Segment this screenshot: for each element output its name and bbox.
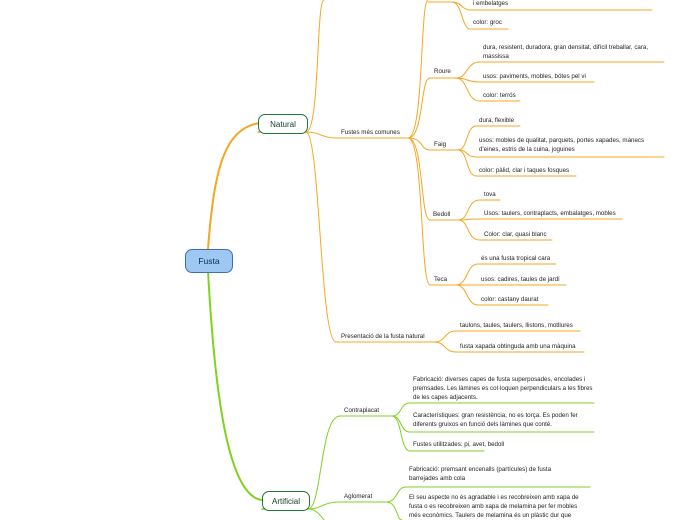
leaf-faig-1: dura, flexible [479, 117, 515, 124]
leaf-top-2: color: groc [473, 19, 502, 26]
artificial-contraplacat[interactable]: Contraplacat [344, 407, 380, 414]
leaf-bedoll-2: Usos: taulers, contraplacts, embalatges,… [484, 210, 616, 217]
leaf-contraplacat-3: Fustes utilitzades: pi, avet, bedoll [413, 441, 505, 448]
leaf-presentacio-1: taulons, taules, taulers, llistons, motl… [460, 322, 573, 329]
leaf-teca-3: color: castany daurat [481, 296, 539, 303]
leaf-teca-1: és una fusta tropical cara [481, 255, 551, 262]
group-presentacio[interactable]: Presentació de la fusta natural [341, 333, 425, 340]
artificial-aglomerat[interactable]: Aglomerat [344, 493, 373, 500]
artificial-label: Artificial [271, 496, 300, 506]
species-roure[interactable]: Roure [434, 68, 451, 75]
root-label: Fusta [198, 256, 220, 266]
leaf-roure-1: dura, resistent, duradora, gran densitat… [483, 44, 649, 60]
leaf-faig-3: color: pàlid, clar i taques fosques [479, 167, 570, 174]
leaf-aglomerat-1: Fabricació: premsant encenalls (partícul… [409, 466, 552, 482]
root-node[interactable]: Fusta [185, 249, 233, 273]
species-faig[interactable]: Faig [434, 141, 447, 148]
leaf-contraplacat-2: Característiques: gran resistència, no e… [413, 412, 578, 428]
link-root-natural [207, 122, 261, 250]
leaf-contraplacat-1: Fabricació: diverses capes de fusta supe… [413, 376, 593, 401]
leaf-teca-2: usos: cadires, taules de jardí [481, 276, 560, 283]
leaf-aglomerat-2: El seu aspecte no és agradable i es reco… [409, 494, 579, 519]
group-fustes-mes-comunes[interactable]: Fustes més comunes [341, 129, 400, 136]
leaf-bedoll-1: tova [484, 191, 496, 198]
leaf-faig-2: usos: mobles de qualitat, parquets, port… [479, 137, 645, 153]
natural-node[interactable]: Natural [258, 114, 308, 134]
leaf-roure-3: color: terrós [483, 92, 516, 99]
species-bedoll[interactable]: Bedoll [433, 211, 451, 218]
leaf-top-1: i embelatges [473, 0, 509, 7]
leaf-roure-2: usos: paviments, mobles, bótes pel vi [483, 73, 586, 80]
species-teca[interactable]: Teca [434, 276, 448, 283]
leaf-presentacio-2: fusta xapada obtinguda amb una màquina [460, 343, 576, 350]
natural-label: Natural [270, 119, 296, 129]
link-root-artificial [207, 270, 263, 501]
artificial-node[interactable]: Artificial [262, 491, 310, 511]
leaf-bedoll-3: Color: clar, quasi blanc [484, 231, 547, 238]
